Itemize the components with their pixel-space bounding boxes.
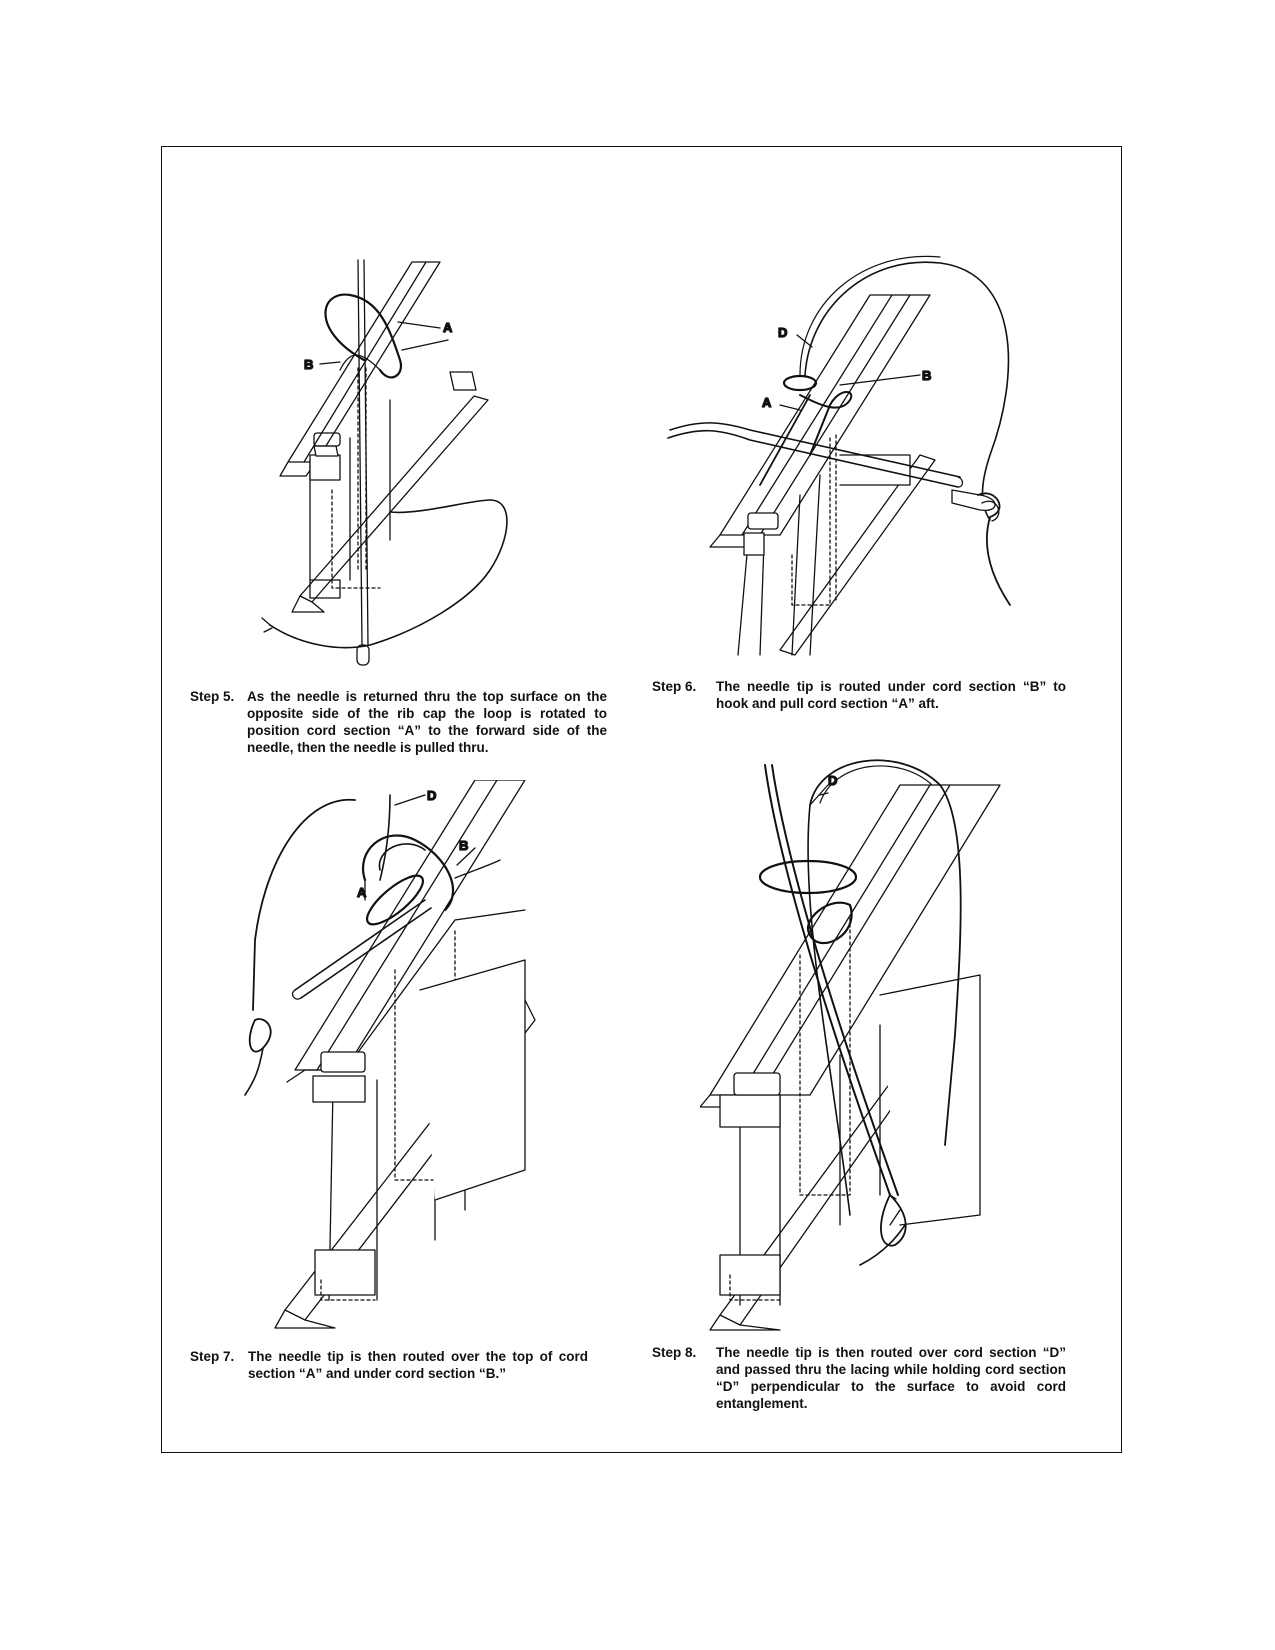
step-7-label-b: B (459, 838, 468, 853)
step-8-caption: Step 8. The needle tip is then routed ov… (652, 1344, 1072, 1416)
step-6-label-a: A (762, 395, 772, 410)
step-8-label-d: D (828, 773, 837, 788)
step-6-illustration: D B A (660, 255, 1060, 670)
step-5-number: Step 5. (190, 689, 235, 704)
step-8-number: Step 8. (652, 1345, 697, 1360)
step-7-illustration: D B A (225, 780, 555, 1340)
step-5-caption: Step 5. As the needle is returned thru t… (190, 688, 610, 760)
step-6-text: The needle tip is routed under cord sect… (716, 679, 1066, 711)
page-frame (161, 146, 1122, 1453)
step-5-label-b: B (304, 357, 313, 372)
step-6-label-b: B (922, 368, 931, 383)
step-7-caption: Step 7. The needle tip is then routed ov… (190, 1348, 610, 1388)
step-6-caption: Step 6. The needle tip is routed under c… (652, 678, 1072, 718)
step-7-label-a: A (357, 885, 367, 900)
step-8-illustration: D (700, 755, 1020, 1340)
step-5-illustration: A B (240, 250, 540, 680)
step-6-label-d: D (778, 325, 787, 340)
step-7-label-d: D (427, 788, 436, 803)
step-6-number: Step 6. (652, 679, 697, 694)
step-7-number: Step 7. (190, 1349, 235, 1364)
step-7-text: The needle tip is then routed over the t… (248, 1349, 588, 1381)
step-5-label-a: A (443, 320, 453, 335)
step-5-text: As the needle is returned thru the top s… (247, 689, 607, 755)
step-8-text: The needle tip is then routed over cord … (716, 1345, 1066, 1411)
